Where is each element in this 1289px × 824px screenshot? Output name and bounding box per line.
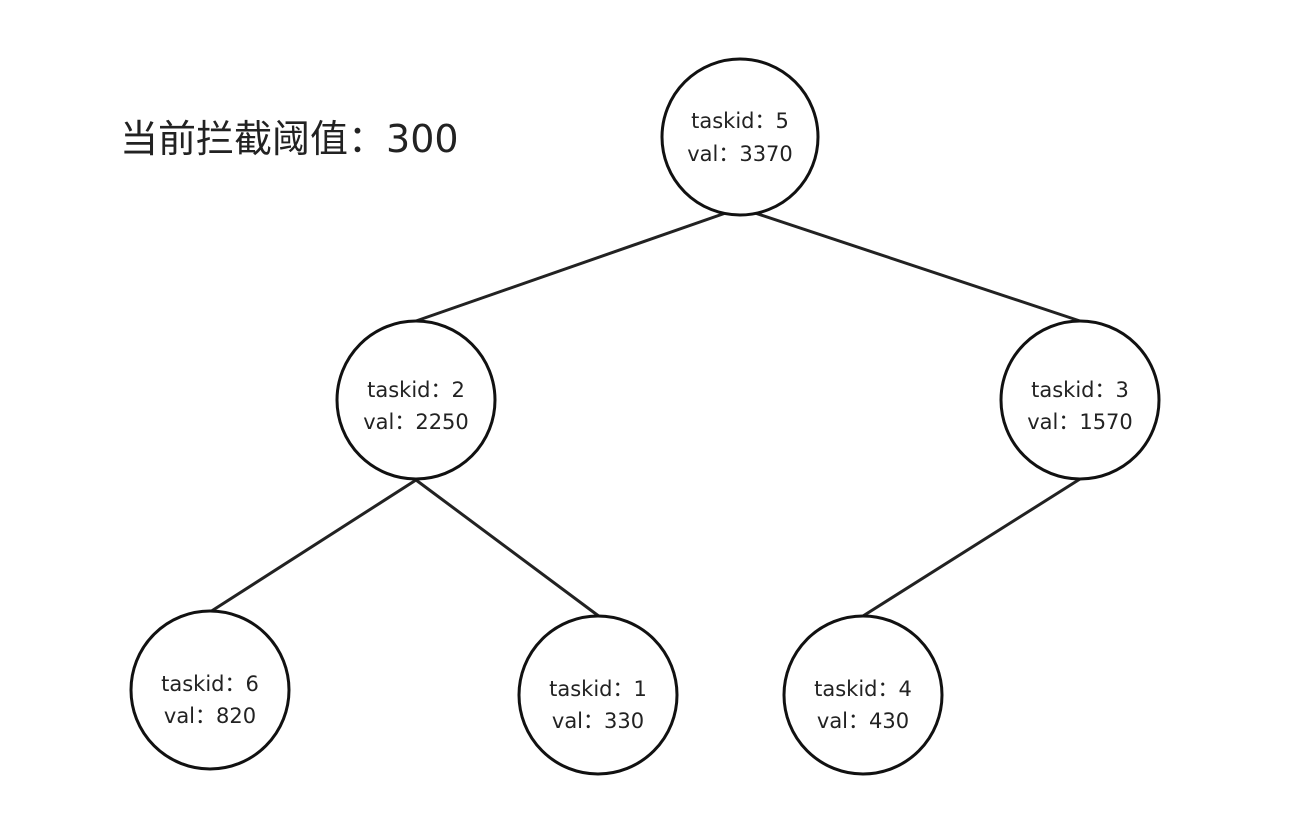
tree-node: taskid：5 val：3370 — [660, 57, 820, 217]
node-circle — [517, 614, 679, 776]
node-val-label: val：430 — [817, 709, 909, 733]
node-circle — [335, 319, 497, 481]
tree-edges — [209, 206, 1081, 619]
node-val-label: val：3370 — [687, 142, 793, 166]
edge-3-4 — [862, 477, 1081, 618]
node-circle — [782, 614, 944, 776]
node-val-label: val：330 — [552, 709, 644, 733]
tree-node: taskid：6 val：820 — [129, 609, 291, 771]
node-taskid-label: taskid：1 — [549, 677, 647, 701]
tree-node: taskid：2 val：2250 — [335, 319, 497, 481]
node-circle — [129, 609, 291, 771]
threshold-value: 300 — [386, 117, 459, 161]
edge-5-3 — [739, 206, 1081, 323]
threshold-heading: 当前拦截阈值：300 — [120, 117, 459, 161]
node-taskid-label: taskid：4 — [814, 677, 912, 701]
node-taskid-label: taskid：6 — [161, 672, 259, 696]
node-val-label: val：820 — [164, 704, 256, 728]
edge-2-1 — [415, 478, 601, 619]
node-val-label: val：2250 — [363, 410, 469, 434]
edge-2-6 — [209, 478, 417, 614]
node-val-label: val：1570 — [1027, 410, 1133, 434]
node-circle — [660, 57, 820, 217]
node-taskid-label: taskid：5 — [691, 109, 789, 133]
tree-node: taskid：1 val：330 — [517, 614, 679, 776]
edge-5-2 — [415, 206, 741, 323]
node-taskid-label: taskid：2 — [367, 378, 465, 402]
threshold-label: 当前拦截阈值： — [120, 117, 386, 161]
tree-node: taskid：3 val：1570 — [999, 319, 1161, 481]
node-taskid-label: taskid：3 — [1031, 378, 1129, 402]
node-circle — [999, 319, 1161, 481]
tree-node: taskid：4 val：430 — [782, 614, 944, 776]
